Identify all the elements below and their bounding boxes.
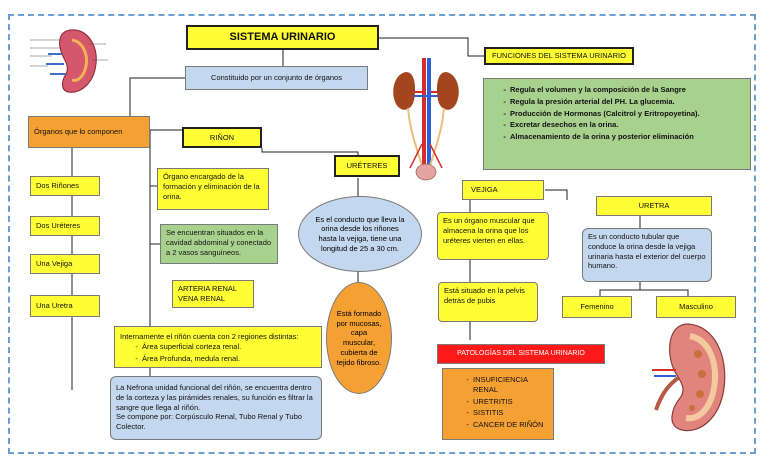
region-item: Área superficial corteza renal. bbox=[142, 342, 316, 352]
organo-item-uretra: Una Uretra bbox=[30, 295, 100, 317]
kidney-section-image bbox=[30, 29, 108, 93]
funcion-item: Regula la presión arterial del PH. La gl… bbox=[510, 97, 742, 107]
funcion-item: Almacenamiento de la orina y posterior e… bbox=[510, 132, 742, 142]
page-title: SISTEMA URINARIO bbox=[186, 25, 379, 50]
funciones-list: Regula el volumen y la composición de la… bbox=[483, 78, 751, 170]
uretra-femenino: Femenino bbox=[562, 296, 632, 318]
organo-item-rinones: Dos Riñones bbox=[30, 176, 100, 196]
regiones-intro: Internamente el riñón cuenta con 2 regio… bbox=[120, 332, 299, 341]
rinon-ubicacion: Se encuentran situados en la cavidad abd… bbox=[160, 224, 278, 264]
rinon-regiones: Internamente el riñón cuenta con 2 regio… bbox=[114, 326, 322, 368]
patologia-item: INSUFICIENCIA RENAL bbox=[473, 375, 549, 395]
patologias-list: INSUFICIENCIA RENAL URETRITIS SISTITIS C… bbox=[442, 368, 554, 440]
ureteres-header: URÉTERES bbox=[334, 155, 400, 177]
funciones-header: FUNCIONES DEL SISTEMA URINARIO bbox=[484, 47, 634, 65]
vena-renal: VENA RENAL bbox=[178, 293, 226, 303]
uretra-header: URETRA bbox=[596, 196, 712, 216]
urinary-system-image bbox=[393, 58, 459, 181]
region-item: Área Profunda, medula renal. bbox=[142, 354, 316, 364]
rinon-header: RIÑON bbox=[182, 127, 262, 148]
funcion-item: Producción de Hormonas (Calcitrol y Erit… bbox=[510, 109, 742, 119]
uretra-masculino: Masculino bbox=[656, 296, 736, 318]
patologia-item: URETRITIS bbox=[473, 397, 549, 407]
kidney-image bbox=[652, 323, 726, 432]
nefrona-text: La Nefrona unidad funcional del riñón, s… bbox=[116, 383, 313, 412]
ureteres-definicion: Es el conducto que lleva la orina desde … bbox=[298, 196, 422, 272]
organo-item-vejiga: Una Vejiga bbox=[30, 254, 100, 274]
ureteres-estructura: Está formado por mucosas, capa muscular,… bbox=[326, 282, 392, 394]
rinon-definicion: Órgano encargado de la formación y elimi… bbox=[157, 168, 269, 210]
funcion-item: Regula el volumen y la composición de la… bbox=[510, 85, 742, 95]
organos-header: Órganos que lo componen bbox=[28, 116, 150, 148]
nefrona-box: La Nefrona unidad funcional del riñón, s… bbox=[110, 376, 322, 440]
constituido-box: Constituido por un conjunto de órganos bbox=[185, 66, 368, 90]
patologia-item: SISTITIS bbox=[473, 408, 549, 418]
patologias-header: PATOLOGÍAS DEL SISTEMA URINARIO bbox=[437, 344, 605, 364]
rinon-vasos: ARTERIA RENAL VENA RENAL bbox=[172, 280, 254, 308]
arteria-renal: ARTERIA RENAL bbox=[178, 284, 238, 293]
vejiga-header: VEJIGA bbox=[462, 180, 544, 200]
page-frame bbox=[8, 14, 756, 454]
uretra-definicion: Es un conducto tubular que conduce la or… bbox=[582, 228, 712, 282]
organo-item-ureteres: Dos Uréteres bbox=[30, 216, 100, 236]
funcion-item: Excretar desechos en la orina. bbox=[510, 120, 742, 130]
vejiga-ubicacion: Está situado en la pelvis detrás de pubi… bbox=[438, 282, 538, 322]
nefrona-componentes: Se compone por: Corpúsculo Renal, Tubo R… bbox=[116, 412, 302, 431]
vejiga-definicion: Es un órgano muscular que almacena la or… bbox=[437, 212, 549, 260]
patologia-item: CANCER DE RIÑÓN bbox=[473, 420, 549, 430]
